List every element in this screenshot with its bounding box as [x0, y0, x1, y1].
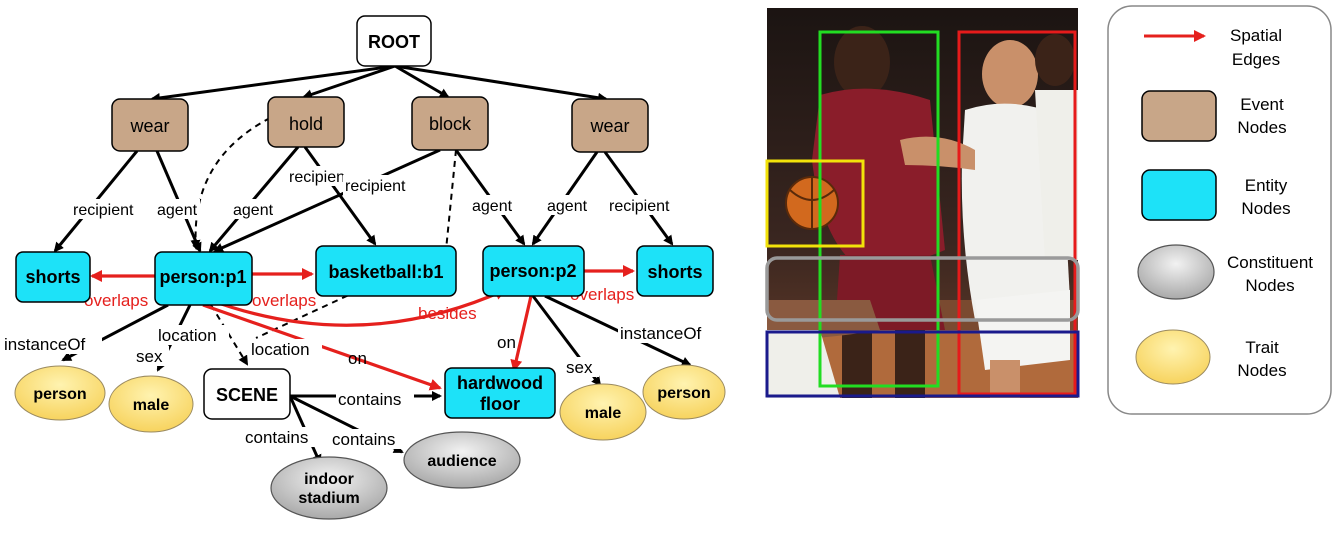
event-label: wear — [129, 116, 169, 136]
trait-label: male — [133, 397, 170, 414]
trait-label: person — [657, 385, 710, 402]
trait-nodes: person male male person — [14, 364, 726, 441]
event-node-wear: wear — [571, 98, 649, 153]
trait-node-person: person — [642, 364, 726, 420]
constituent-label: audience — [427, 453, 496, 470]
edge-label-instanceof: instanceOf — [4, 335, 86, 354]
constituent-label-line1: indoor — [304, 471, 354, 488]
event-label: wear — [589, 116, 629, 136]
spatial-edge-labels: overlaps overlaps besides overlaps on on — [84, 285, 634, 368]
event-node-hold: hold — [267, 96, 345, 148]
entity-node-shorts: shorts — [15, 251, 91, 303]
legend-entity-line2: Nodes — [1241, 199, 1290, 218]
bbox-shorts — [765, 256, 1080, 322]
entity-node-person-p2: person:p2 — [482, 245, 585, 297]
event-node-block: block — [411, 96, 489, 151]
edge-label-on: on — [497, 333, 516, 352]
bbox-basketball — [765, 159, 865, 248]
event-label: hold — [289, 114, 323, 134]
entity-node-person-p1: person:p1 — [154, 251, 253, 306]
legend-constituent-swatch — [1137, 244, 1215, 300]
edge-label-overlaps: overlaps — [570, 285, 634, 304]
entity-node-basketball-b1: basketball:b1 — [315, 245, 457, 297]
edge-label-agent: agent — [233, 202, 274, 219]
entity-node-hardwood-floor: hardwood floor — [444, 367, 556, 419]
bbox-hardwood-floor — [765, 330, 1080, 398]
trait-label: male — [585, 405, 622, 422]
entity-node-shorts: shorts — [636, 245, 714, 297]
entity-label-line2: floor — [480, 394, 520, 414]
trait-label: person — [33, 386, 86, 403]
entity-label-line1: hardwood — [457, 373, 543, 393]
entity-label: person:p2 — [489, 261, 576, 281]
edge-label-instanceof: instanceOf — [620, 324, 702, 343]
event-label: block — [429, 114, 472, 134]
entity-nodes: shorts person:p1 basketball:b1 person:p2… — [15, 245, 714, 419]
edge-label-recipient: recipient — [73, 202, 134, 219]
constituent-label-line2: stadium — [298, 490, 359, 507]
edge-label-besides: besides — [418, 304, 477, 323]
root-node: ROOT — [356, 15, 432, 67]
edge-labels: recipient agent agent recipien recipient… — [2, 166, 718, 449]
legend-event-line1: Event — [1240, 95, 1284, 114]
scene-node: SCENE — [203, 368, 291, 420]
bbox-person-p2 — [957, 30, 1077, 396]
constituent-nodes: indoor stadium audience — [270, 431, 521, 520]
edge-label-contains: contains — [332, 430, 395, 449]
root-label: ROOT — [368, 32, 420, 52]
edge-label-location: location — [158, 326, 217, 345]
legend-constituent-line2: Nodes — [1245, 276, 1294, 295]
edge-label-contains: contains — [245, 428, 308, 447]
edge-label-overlaps: overlaps — [84, 291, 148, 310]
edge-label-on: on — [348, 349, 367, 368]
legend-spatial-line1: Spatial — [1230, 26, 1282, 45]
trait-node-male: male — [559, 383, 647, 441]
legend-event-swatch — [1141, 90, 1217, 142]
entity-label: shorts — [647, 262, 702, 282]
legend-spatial-line2: Edges — [1232, 50, 1280, 69]
legend-entity-line1: Entity — [1245, 176, 1288, 195]
bbox-person-p1 — [818, 30, 940, 388]
legend-constituent-line1: Constituent — [1227, 253, 1313, 272]
event-nodes: wear hold block wear — [111, 96, 649, 153]
constituent-node-indoor-stadium: indoor stadium — [270, 456, 388, 520]
edge-label-location: location — [251, 340, 310, 359]
scene-label: SCENE — [216, 385, 278, 405]
legend-trait-line2: Nodes — [1237, 361, 1286, 380]
event-node-wear: wear — [111, 98, 189, 152]
edge-label-agent: agent — [472, 198, 513, 215]
legend-trait-line1: Trait — [1245, 338, 1279, 357]
basketball-photo — [765, 8, 1080, 398]
edge-label-agent: agent — [547, 198, 588, 215]
edge-label-recipient-cut: recipien — [289, 169, 345, 186]
edge-label-sex: sex — [136, 347, 163, 366]
edge-label-sex: sex — [566, 358, 593, 377]
edge-label-agent: agent — [157, 202, 198, 219]
edge-label-recipient: recipient — [345, 178, 406, 195]
legend-entity-swatch — [1141, 169, 1217, 221]
legend-trait-swatch — [1135, 329, 1211, 385]
trait-node-person: person — [14, 365, 106, 421]
entity-label: basketball:b1 — [328, 262, 443, 282]
legend: Spatial Edges Event Nodes Entity Nodes C… — [1107, 5, 1332, 415]
constituent-node-audience: audience — [403, 431, 521, 489]
trait-node-male: male — [108, 375, 194, 433]
entity-label: person:p1 — [159, 267, 246, 287]
entity-label: shorts — [25, 267, 80, 287]
edge-label-recipient: recipient — [609, 198, 670, 215]
edge-label-overlaps: overlaps — [252, 291, 316, 310]
legend-event-line2: Nodes — [1237, 118, 1286, 137]
edge-label-contains: contains — [338, 390, 401, 409]
